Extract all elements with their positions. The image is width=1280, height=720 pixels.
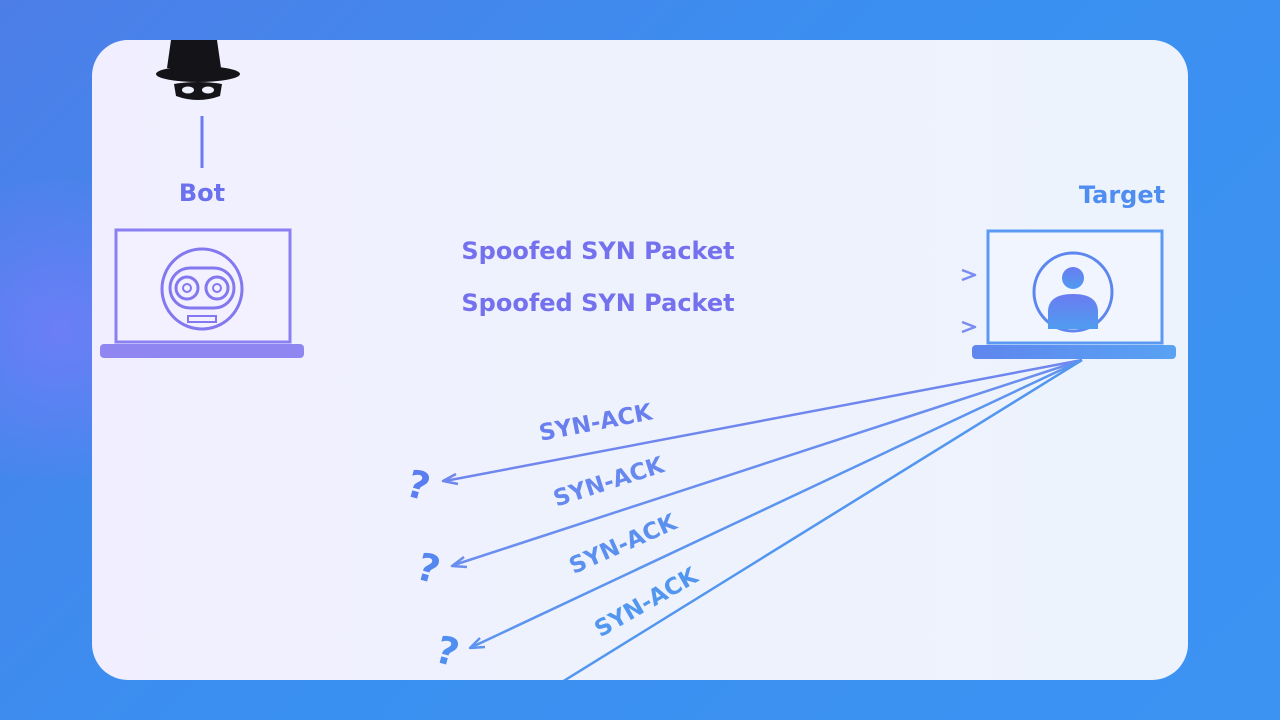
user-icon	[1032, 251, 1114, 333]
hacker-icon	[156, 40, 240, 100]
unknown-mark-1: ?	[402, 461, 435, 509]
syn-packet-label-2: Spoofed SYN Packet	[461, 289, 734, 317]
unknown-mark-2: ?	[412, 544, 445, 592]
unknown-mark-3: ?	[431, 627, 464, 675]
syn-ack-arrow-1	[441, 358, 1083, 486]
bot-label: Bot	[179, 179, 225, 207]
robot-icon	[160, 247, 244, 331]
syn-arrow-1	[292, 268, 977, 282]
syn-ack-arrow-2	[450, 358, 1083, 569]
syn-packet-label-1: Spoofed SYN Packet	[461, 237, 734, 265]
syn-ack-label-2: SYN-ACK	[550, 452, 668, 512]
syn-ack-line-4	[562, 358, 1083, 680]
syn-arrow-2	[292, 320, 977, 334]
syn-ack-arrow-3	[468, 358, 1083, 650]
target-label: Target	[1079, 181, 1165, 209]
syn-flood-diagram: Bot Target	[100, 40, 1176, 680]
diagram-card: Bot Target	[92, 40, 1188, 680]
syn-ack-label-3: SYN-ACK	[566, 509, 682, 580]
syn-ack-label-1: SYN-ACK	[537, 399, 656, 447]
